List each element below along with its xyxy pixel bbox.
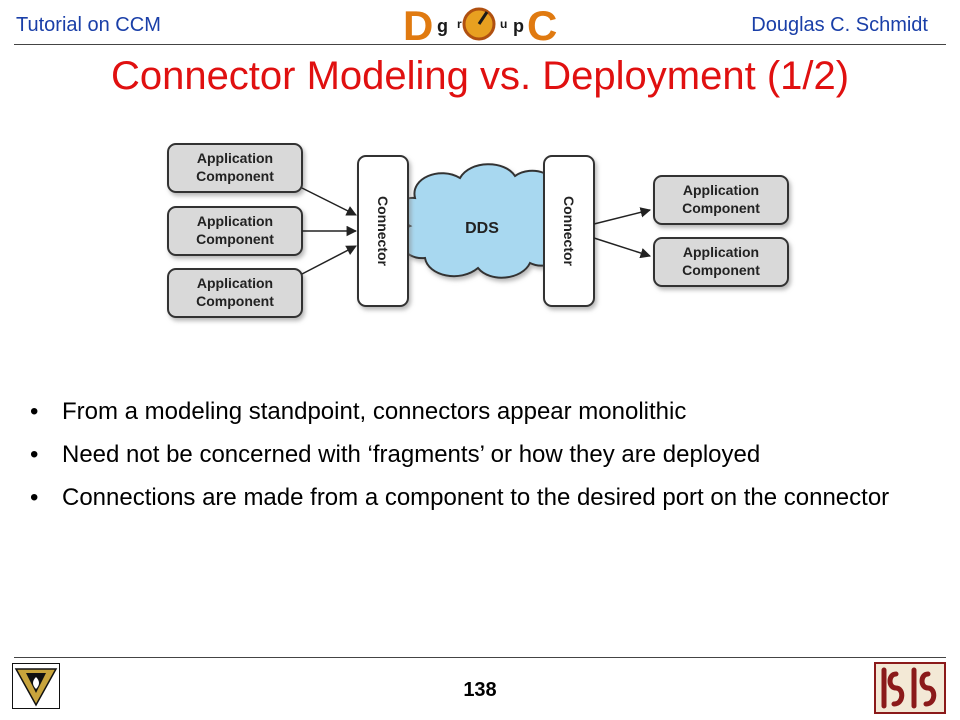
bullet-text-2: Need not be concerned with ‘fragments’ o…	[62, 441, 761, 468]
left-component-2: Application Component	[167, 206, 303, 256]
header-left-text: Tutorial on CCM	[16, 14, 161, 36]
right-component-1: Application Component	[653, 175, 789, 225]
logo-letter-c: C	[527, 2, 557, 46]
right-component-2-label-line1: Application	[683, 244, 759, 260]
logo-letter-g: g	[437, 16, 448, 36]
bullet-text-3: Connections are made from a component to…	[62, 484, 890, 511]
bullet-item-3: • Connections are made from a component …	[28, 481, 928, 515]
connector-diagram: Application Component Application Compon…	[167, 143, 789, 318]
right-connector: Connector	[543, 155, 595, 307]
right-component-1-label-line2: Component	[682, 200, 760, 216]
isis-logo-icon	[874, 662, 946, 714]
arrow-left-1	[301, 187, 357, 216]
dds-label: DDS	[465, 220, 499, 237]
page-number: 138	[463, 679, 497, 701]
bullet-item-2: • Need not be concerned with ‘fragments’…	[28, 438, 928, 472]
bullet-dot: •	[30, 398, 39, 425]
left-connector: Connector	[357, 155, 409, 307]
logo-letter-u: u	[500, 17, 507, 31]
left-component-2-label-line1: Application	[197, 213, 273, 229]
left-component-1-label-line2: Component	[196, 168, 274, 184]
right-component-2-label-line2: Component	[682, 262, 760, 278]
bullet-list: • From a modeling standpoint, connectors…	[28, 395, 928, 524]
vanderbilt-logo-icon	[12, 663, 60, 709]
slide-title: Connector Modeling vs. Deployment (1/2)	[110, 54, 850, 98]
header-divider	[14, 44, 946, 45]
left-component-2-label-line2: Component	[196, 231, 274, 247]
arrow-right-2	[593, 237, 651, 259]
header-right-text: Douglas C. Schmidt	[751, 14, 928, 36]
bullet-item-1: • From a modeling standpoint, connectors…	[28, 395, 928, 429]
bullet-text-1: From a modeling standpoint, connectors a…	[62, 398, 687, 425]
right-component-2: Application Component	[653, 237, 789, 287]
right-connector-label: Connector	[561, 196, 577, 267]
left-component-3-label-line1: Application	[197, 275, 273, 291]
footer-divider	[14, 657, 946, 658]
right-component-1-label-line1: Application	[683, 182, 759, 198]
logo-letter-r: r	[457, 17, 462, 31]
left-component-1: Application Component	[167, 143, 303, 193]
bullet-dot: •	[30, 484, 39, 511]
doc-group-logo: D g r u p C	[403, 2, 557, 46]
logo-letter-p: p	[513, 16, 524, 36]
bullet-dot: •	[30, 441, 39, 468]
left-connector-label: Connector	[375, 196, 391, 267]
arrow-right-1	[593, 207, 652, 225]
left-component-1-label-line1: Application	[197, 150, 273, 166]
left-component-3: Application Component	[167, 268, 303, 318]
logo-slash	[477, 11, 489, 25]
logo-letter-d: D	[403, 2, 433, 46]
arrow-left-3	[301, 245, 357, 275]
left-component-3-label-line2: Component	[196, 293, 274, 309]
